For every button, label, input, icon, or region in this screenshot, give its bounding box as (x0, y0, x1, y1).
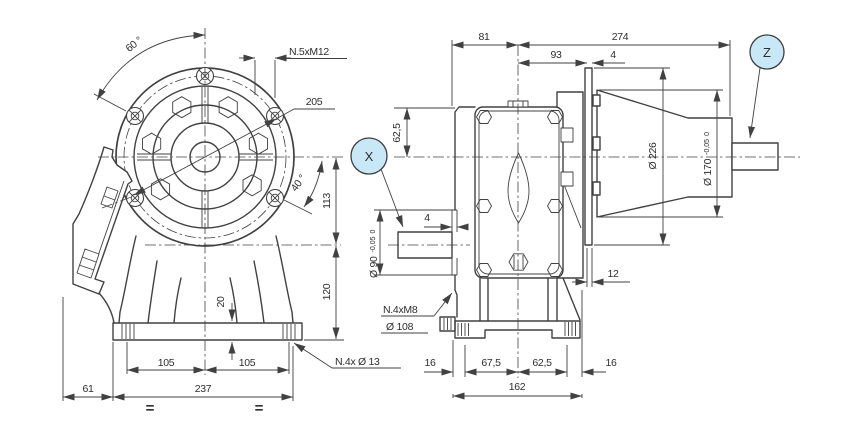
input-shaft (397, 231, 453, 259)
dim-dia90: Ø 90-0,050 (368, 229, 380, 278)
foot-hatch-left (457, 323, 469, 336)
callout-x-label: X (365, 149, 374, 164)
front-housing-body (118, 235, 294, 324)
dim-20: 20 (215, 296, 227, 308)
callout-z-bubble[interactable] (749, 34, 785, 70)
dim-62-5-b: 62,5 (532, 357, 552, 369)
bracket-block-upper (100, 186, 119, 209)
flange-bolt (592, 181, 601, 196)
dim-4-top: 4 (610, 49, 616, 61)
dim-67-5: 67,5 (481, 357, 501, 369)
side-view: 81 274 93 4 62,5 Ø 226 Ø 170-0,050 Ø 90-… (368, 31, 800, 400)
dim-dia108: Ø 108 (386, 321, 414, 333)
dim-line-205 (133, 118, 277, 196)
oil-level-lens (507, 152, 530, 224)
dim-113: 113 (321, 193, 333, 209)
dim-16-left: 16 (424, 357, 436, 369)
side-centerlines (388, 45, 800, 378)
callout-x-leader (380, 168, 404, 228)
base-bolt-hatch-left (121, 324, 135, 339)
dim-4-input: 4 (424, 212, 430, 224)
dim-12: 12 (607, 268, 619, 280)
dim-dia170: Ø 170-0,050 (702, 132, 714, 186)
output-shaft (731, 142, 779, 171)
motor-flange-plate (584, 67, 593, 246)
dim-105-right: 105 (239, 357, 256, 369)
side-dimensions: 81 274 93 4 62,5 Ø 226 Ø 170-0,050 Ø 90-… (368, 31, 731, 400)
flat-mark-left: = (146, 400, 155, 417)
callout-x[interactable]: X (350, 137, 404, 228)
front-mounting-base (112, 322, 303, 341)
dim-61: 61 (82, 383, 94, 395)
dim-dia226: Ø 226 (647, 142, 659, 170)
dim-93: 93 (550, 49, 562, 61)
front-side-bracket (72, 146, 135, 324)
dim-n5xm12: N.5xM12 (289, 46, 329, 58)
dim-n4xm8: N.4xM8 (383, 304, 418, 316)
flange-bolt (592, 94, 601, 107)
vertical-rib (201, 87, 209, 227)
input-side (397, 106, 476, 296)
screw (125, 106, 145, 126)
front-view: 60 ° N.5xM12 205 40 ° 113 120 20 (62, 28, 401, 417)
base-bolt-hatch-right (282, 324, 296, 339)
dim-16-right: 16 (605, 357, 617, 369)
input-spigot (451, 209, 458, 276)
housing-tab (560, 127, 574, 143)
dim-arc-60 (96, 31, 206, 101)
dim-n4x13: N.4x Ø 13 (335, 356, 380, 368)
dim-62-5-v: 62,5 (391, 123, 403, 143)
screw (265, 188, 285, 208)
callout-x-bubble[interactable] (350, 137, 388, 175)
callout-z[interactable]: Z (748, 34, 785, 139)
dim-105-left: 105 (158, 357, 175, 369)
flat-mark-right: = (255, 400, 264, 417)
feet-outline (454, 320, 581, 339)
dim-205: 205 (306, 96, 323, 108)
dim-81: 81 (478, 31, 490, 43)
callout-z-label: Z (763, 45, 771, 60)
callout-z-leader (748, 67, 761, 139)
dim-237: 237 (195, 383, 212, 395)
dim-120: 120 (321, 283, 333, 300)
foot-hatch-right (564, 322, 576, 336)
dim-arc-40 (303, 160, 324, 208)
housing-tab (560, 171, 574, 187)
base-plate (112, 322, 303, 341)
dim-60deg: 60 ° (124, 34, 145, 54)
bell-housing (596, 89, 733, 218)
side-feet (439, 277, 581, 339)
dim-162: 162 (509, 381, 526, 393)
flange-bolt (592, 136, 601, 151)
dim-274: 274 (612, 31, 629, 43)
